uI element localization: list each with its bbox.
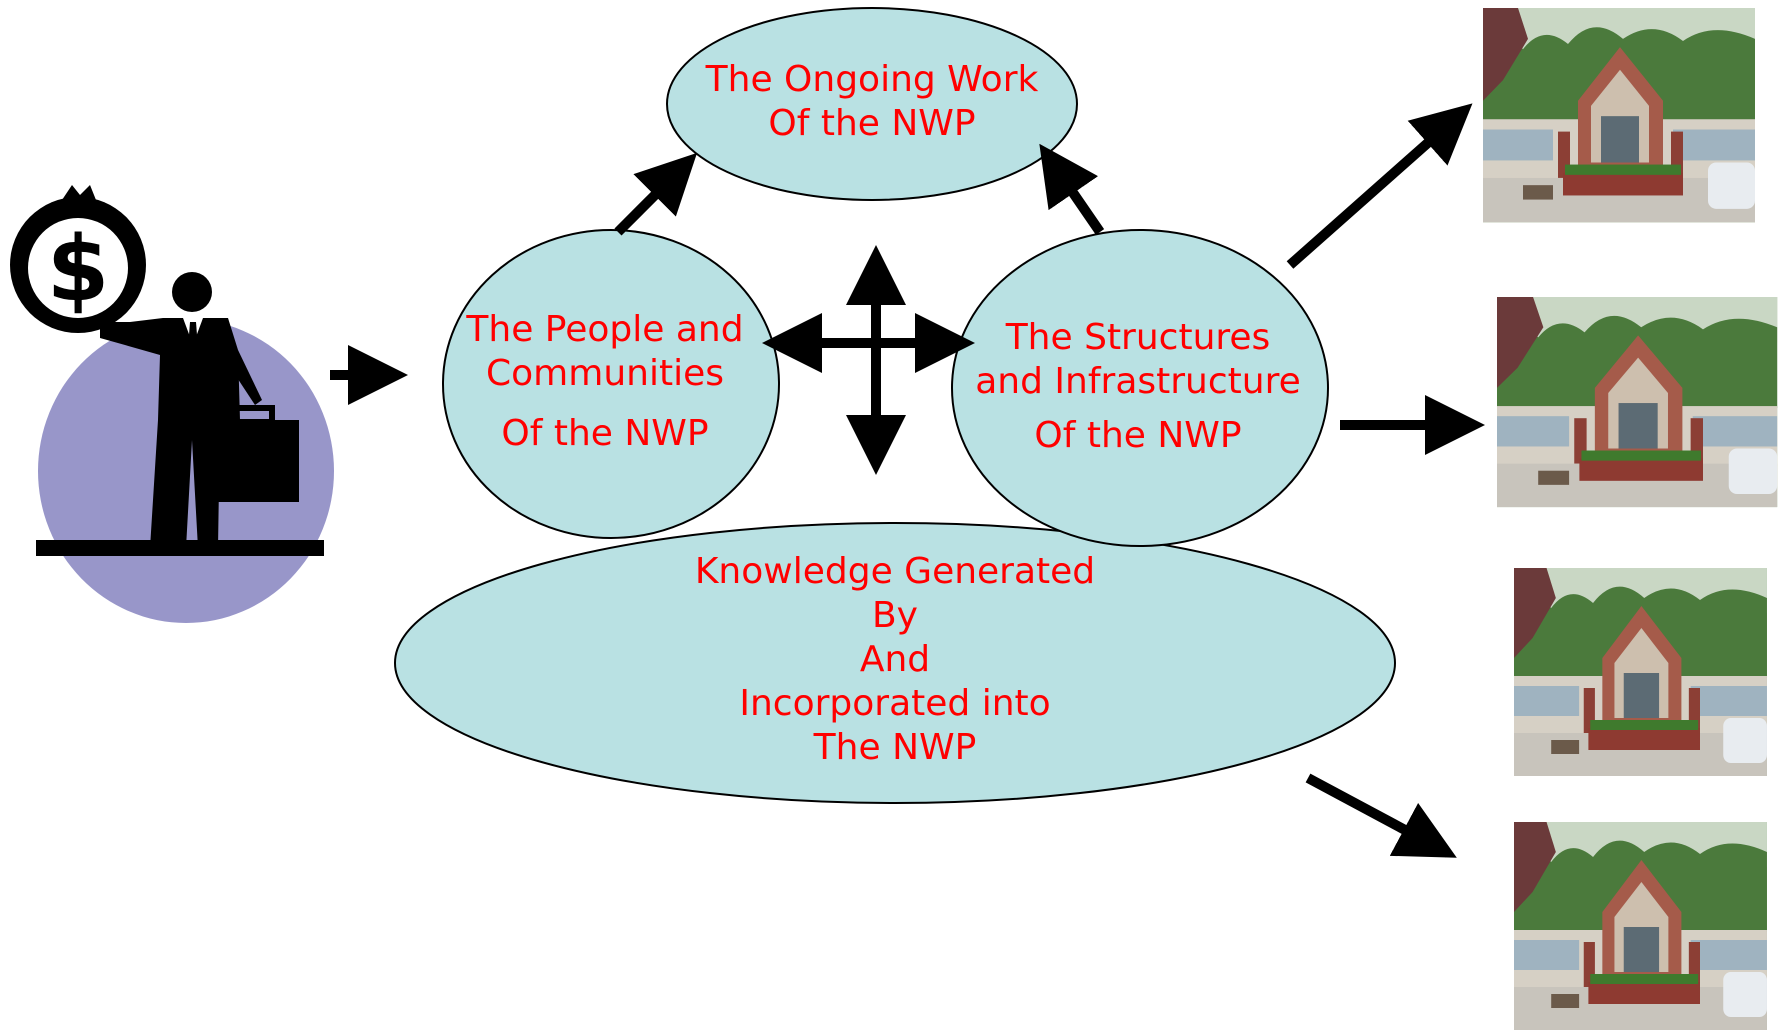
- dollar-sign-icon: $: [47, 217, 110, 322]
- people-line-3: Of the NWP: [501, 413, 709, 454]
- arrow-structures-to-ongoing: [1039, 143, 1105, 235]
- knowledge-line-1: Knowledge Generated: [694, 551, 1096, 592]
- funder-figure: $: [10, 185, 334, 623]
- people-label: The People and Communities Of the NWP: [460, 308, 750, 456]
- structures-label: The Structures and Infrastructure Of the…: [960, 316, 1316, 458]
- money-bag-icon: $: [10, 185, 146, 333]
- node-ongoing-work: [666, 7, 1078, 201]
- school-photo-1: [1483, 8, 1755, 223]
- knowledge-line-5: The NWP: [813, 727, 977, 768]
- node-structures: [951, 229, 1329, 547]
- structures-line-2: and Infrastructure: [975, 361, 1301, 402]
- arrow-to-school-1: [1286, 103, 1473, 269]
- structures-line-3: Of the NWP: [1034, 415, 1242, 456]
- ongoing-work-line-2: Of the NWP: [768, 103, 976, 144]
- knowledge-line-2: By: [871, 595, 918, 636]
- node-knowledge: [394, 522, 1396, 804]
- ongoing-work-line-1: The Ongoing Work: [705, 59, 1039, 100]
- structures-line-1: The Structures: [1005, 317, 1271, 358]
- arrow-to-school-4: [1305, 773, 1457, 858]
- knowledge-label: Knowledge Generated By And Incorporated …: [680, 550, 1110, 770]
- people-line-1: The People and: [466, 309, 744, 350]
- school-photo-3: [1514, 568, 1767, 776]
- people-line-2: Communities: [486, 353, 724, 394]
- knowledge-line-3: And: [859, 639, 931, 680]
- arrow-people-to-ongoing: [614, 152, 698, 236]
- knowledge-line-4: Incorporated into: [739, 683, 1051, 724]
- school-photo-2: [1497, 297, 1778, 508]
- node-people: [442, 229, 780, 539]
- ongoing-work-label: The Ongoing Work Of the NWP: [672, 58, 1072, 146]
- school-photo-4: [1514, 822, 1767, 1030]
- businessman-icon: [100, 272, 299, 548]
